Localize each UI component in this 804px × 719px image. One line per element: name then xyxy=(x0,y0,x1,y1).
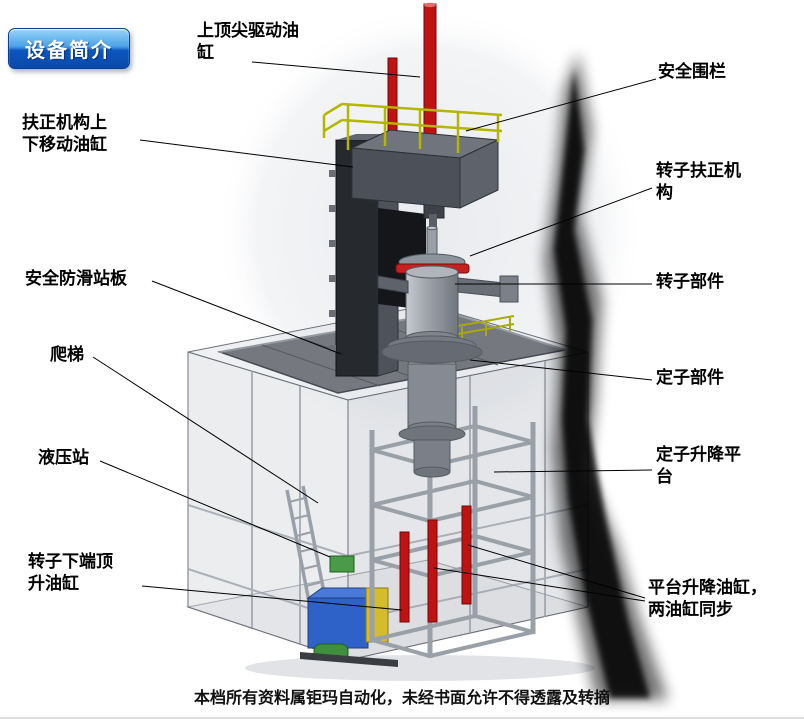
callout-ladder: 爬梯 xyxy=(50,345,84,364)
callout-rotor-component: 转子部件 xyxy=(656,272,724,291)
callout-stator-lift-platform: 定子升降平台 xyxy=(656,445,741,487)
platform-lift-cylinder-rods xyxy=(399,505,472,623)
callout-hydraulic-station: 液压站 xyxy=(38,448,89,467)
leader-stator-component xyxy=(469,359,653,381)
floor-shadow xyxy=(245,655,595,681)
leader-antislip-board xyxy=(151,280,342,355)
leader-top-spindle-cylinder xyxy=(251,61,421,78)
callout-top-spindle-cylinder: 上顶尖驱动油缸 xyxy=(197,21,299,63)
bottom-edge-line xyxy=(0,717,804,719)
leader-hydraulic-station xyxy=(99,460,331,558)
shadow-smear xyxy=(544,52,668,700)
column-bolt-tabs xyxy=(329,170,336,352)
leader-rotor-bottom-jack xyxy=(141,585,403,611)
top-drive-cylinders xyxy=(387,2,437,149)
upper-spindle xyxy=(423,203,445,234)
leader-ladder xyxy=(92,356,319,504)
platform-mini-railing xyxy=(457,315,515,340)
callout-rotor-bottom-jack-cylinder: 转子下端顶升油缸 xyxy=(28,552,113,594)
head-box xyxy=(350,129,500,209)
leader-centering-updown-cylinder xyxy=(139,139,354,168)
title-badge: 设备简介 xyxy=(8,28,130,69)
rotor-assembly xyxy=(377,225,519,364)
leader-platform-cylinder-b xyxy=(433,567,646,602)
callout-platform-lift-cylinders: 平台升降油缸，两油缸同步 xyxy=(648,578,767,620)
leader-safety-fence xyxy=(465,78,657,132)
callout-antislip-board: 安全防滑站板 xyxy=(25,269,127,288)
callout-rotor-centering-mechanism: 转子扶正机构 xyxy=(656,161,741,203)
title-badge-label: 设备简介 xyxy=(25,40,113,62)
centering-arm-left xyxy=(377,275,409,294)
callout-stator-component: 定子部件 xyxy=(656,368,724,387)
callout-safety-fence: 安全围栏 xyxy=(658,62,726,81)
hydraulic-station xyxy=(300,555,398,667)
centering-arm-block xyxy=(499,275,519,303)
leader-stator-lift-platform xyxy=(493,469,653,473)
safety-fence-railing xyxy=(322,102,503,153)
leader-platform-cylinder-a xyxy=(467,544,646,599)
stator-lift-frame xyxy=(369,406,536,659)
callout-centering-updown-cylinder: 扶正机构上下移动油缸 xyxy=(22,113,107,155)
leader-lines xyxy=(92,61,657,611)
footer-disclaimer: 本档所有资料属钜玛自动化，未经书面允许不得透露及转摘 xyxy=(193,690,610,707)
leader-rotor-centering-mechanism xyxy=(469,187,653,257)
